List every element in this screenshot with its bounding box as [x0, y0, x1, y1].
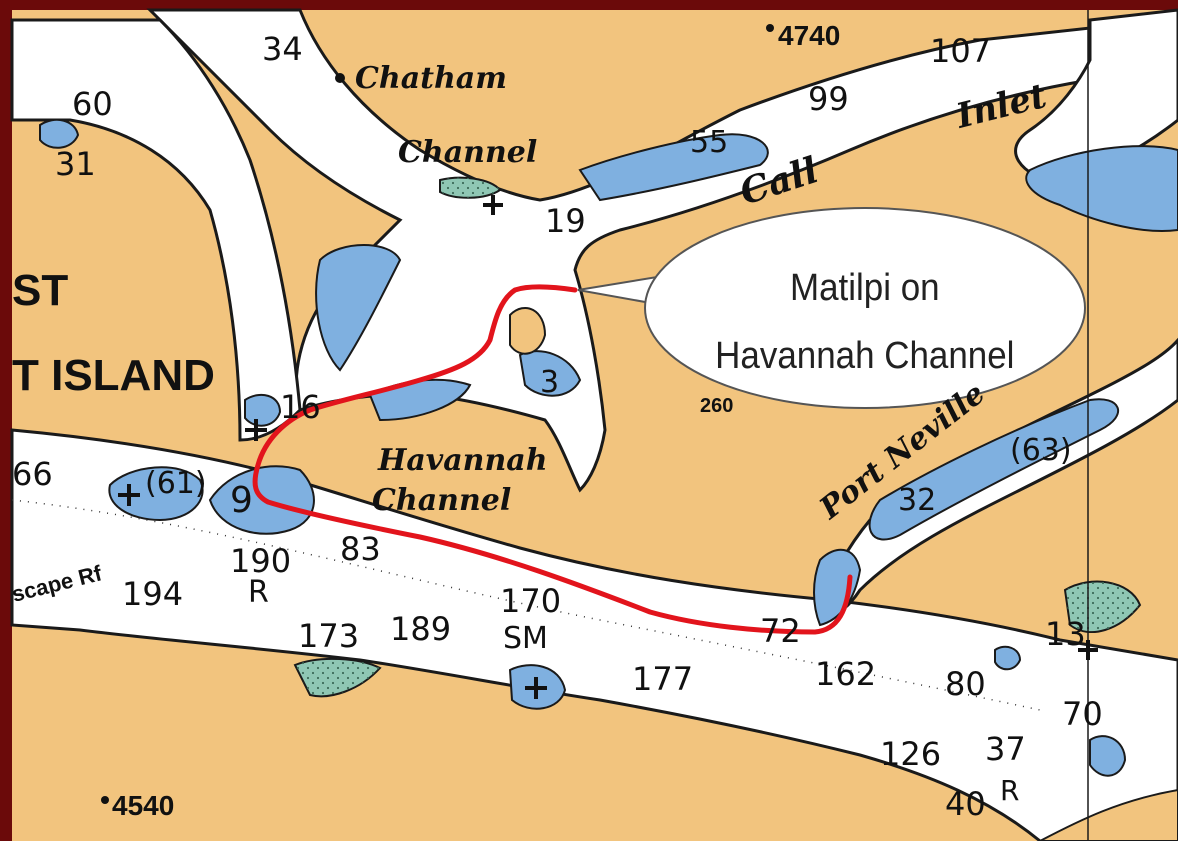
shoal-area [578, 133, 769, 202]
label-island-a: ST [12, 266, 68, 315]
sounding: 126 [880, 735, 941, 773]
drying-area [295, 658, 380, 697]
sounding: 32 [898, 483, 936, 518]
sounding: 173 [298, 617, 359, 655]
sounding: 80 [945, 665, 986, 703]
sounding: 19 [545, 202, 586, 240]
shoal-area [1025, 145, 1178, 232]
label-hidden-number: 260 [700, 395, 733, 417]
shoal-area [315, 244, 402, 372]
shoal-area [108, 466, 204, 522]
route-line [252, 284, 853, 635]
sounding: 189 [390, 610, 451, 648]
sounding: 60 [72, 85, 113, 123]
rock-danger-icon [483, 195, 503, 215]
label-island-b: T ISLAND [12, 351, 215, 400]
shoal-area [39, 118, 80, 149]
sounding: 16 [280, 388, 321, 426]
sounding: 162 [815, 655, 876, 693]
sounding: 194 [122, 575, 183, 613]
rock-danger-icon [525, 677, 547, 699]
label-havannah: Havannah [377, 443, 548, 478]
sounding: 107 [930, 32, 991, 70]
sounding: 37 [985, 730, 1026, 768]
drying-area [1065, 581, 1140, 633]
small-island [509, 306, 547, 355]
sounding: 72 [760, 612, 801, 650]
sounding: 13 [1045, 615, 1086, 653]
callout-line-2: Havannah Channel [715, 334, 1014, 377]
sounding: 34 [262, 30, 303, 68]
rock-danger-icon [118, 484, 140, 506]
sounding: 177 [632, 660, 693, 698]
drying-area [440, 177, 500, 198]
west-channel-water [10, 18, 302, 442]
label-chatham: Chatham [355, 61, 507, 96]
sounding: (61) [145, 466, 207, 501]
main-strait-water [10, 428, 1178, 841]
sounding: 66 [12, 455, 53, 493]
sounding: R [1000, 774, 1019, 807]
sounding: SM [503, 621, 548, 656]
sounding: 99 [808, 80, 849, 118]
sounding: 4540 [112, 790, 174, 821]
label-havannah-channel: Channel [372, 483, 511, 518]
shoal-area [244, 393, 282, 427]
sounding: 70 [1062, 695, 1103, 733]
sounding: 83 [340, 530, 381, 568]
shoal-area [994, 645, 1022, 671]
location-callout: Matilpi on Havannah Channel [577, 207, 1086, 409]
rock-danger-icon [245, 419, 267, 441]
sounding: 55 [690, 125, 728, 160]
label-chatham-channel: Channel [398, 135, 537, 170]
anchorage-dot-icon [335, 73, 345, 83]
sounding: 170 [500, 582, 561, 620]
sounding: 3 [540, 365, 559, 400]
sounding: 190 [230, 542, 291, 580]
sounding: (63) [1010, 433, 1072, 468]
callout-bubble [644, 207, 1086, 409]
sounding: 9 [230, 480, 253, 521]
sounding: R [248, 575, 269, 610]
rock-danger-icon [1078, 640, 1098, 660]
sounding: 4740 [778, 20, 840, 51]
shoal-area [1089, 735, 1127, 777]
callout-line-1: Matilpi on [790, 266, 940, 309]
anchorage-dot-icon [766, 24, 774, 32]
anchorage-dot-icon [101, 796, 109, 804]
sounding: 31 [55, 145, 96, 183]
sounding: 40 [945, 785, 986, 823]
shoal-area [868, 398, 1120, 541]
shoal-area [518, 350, 582, 397]
